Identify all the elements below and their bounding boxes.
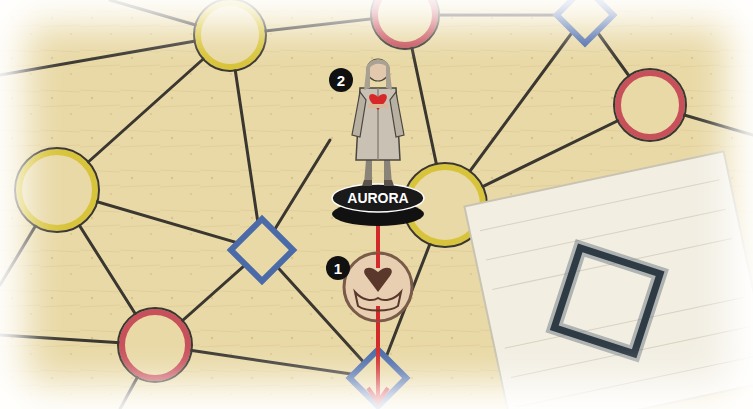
callout-number: 1: [334, 261, 342, 276]
callout-number: 2: [337, 73, 345, 88]
figure-name: AURORA: [347, 191, 408, 205]
